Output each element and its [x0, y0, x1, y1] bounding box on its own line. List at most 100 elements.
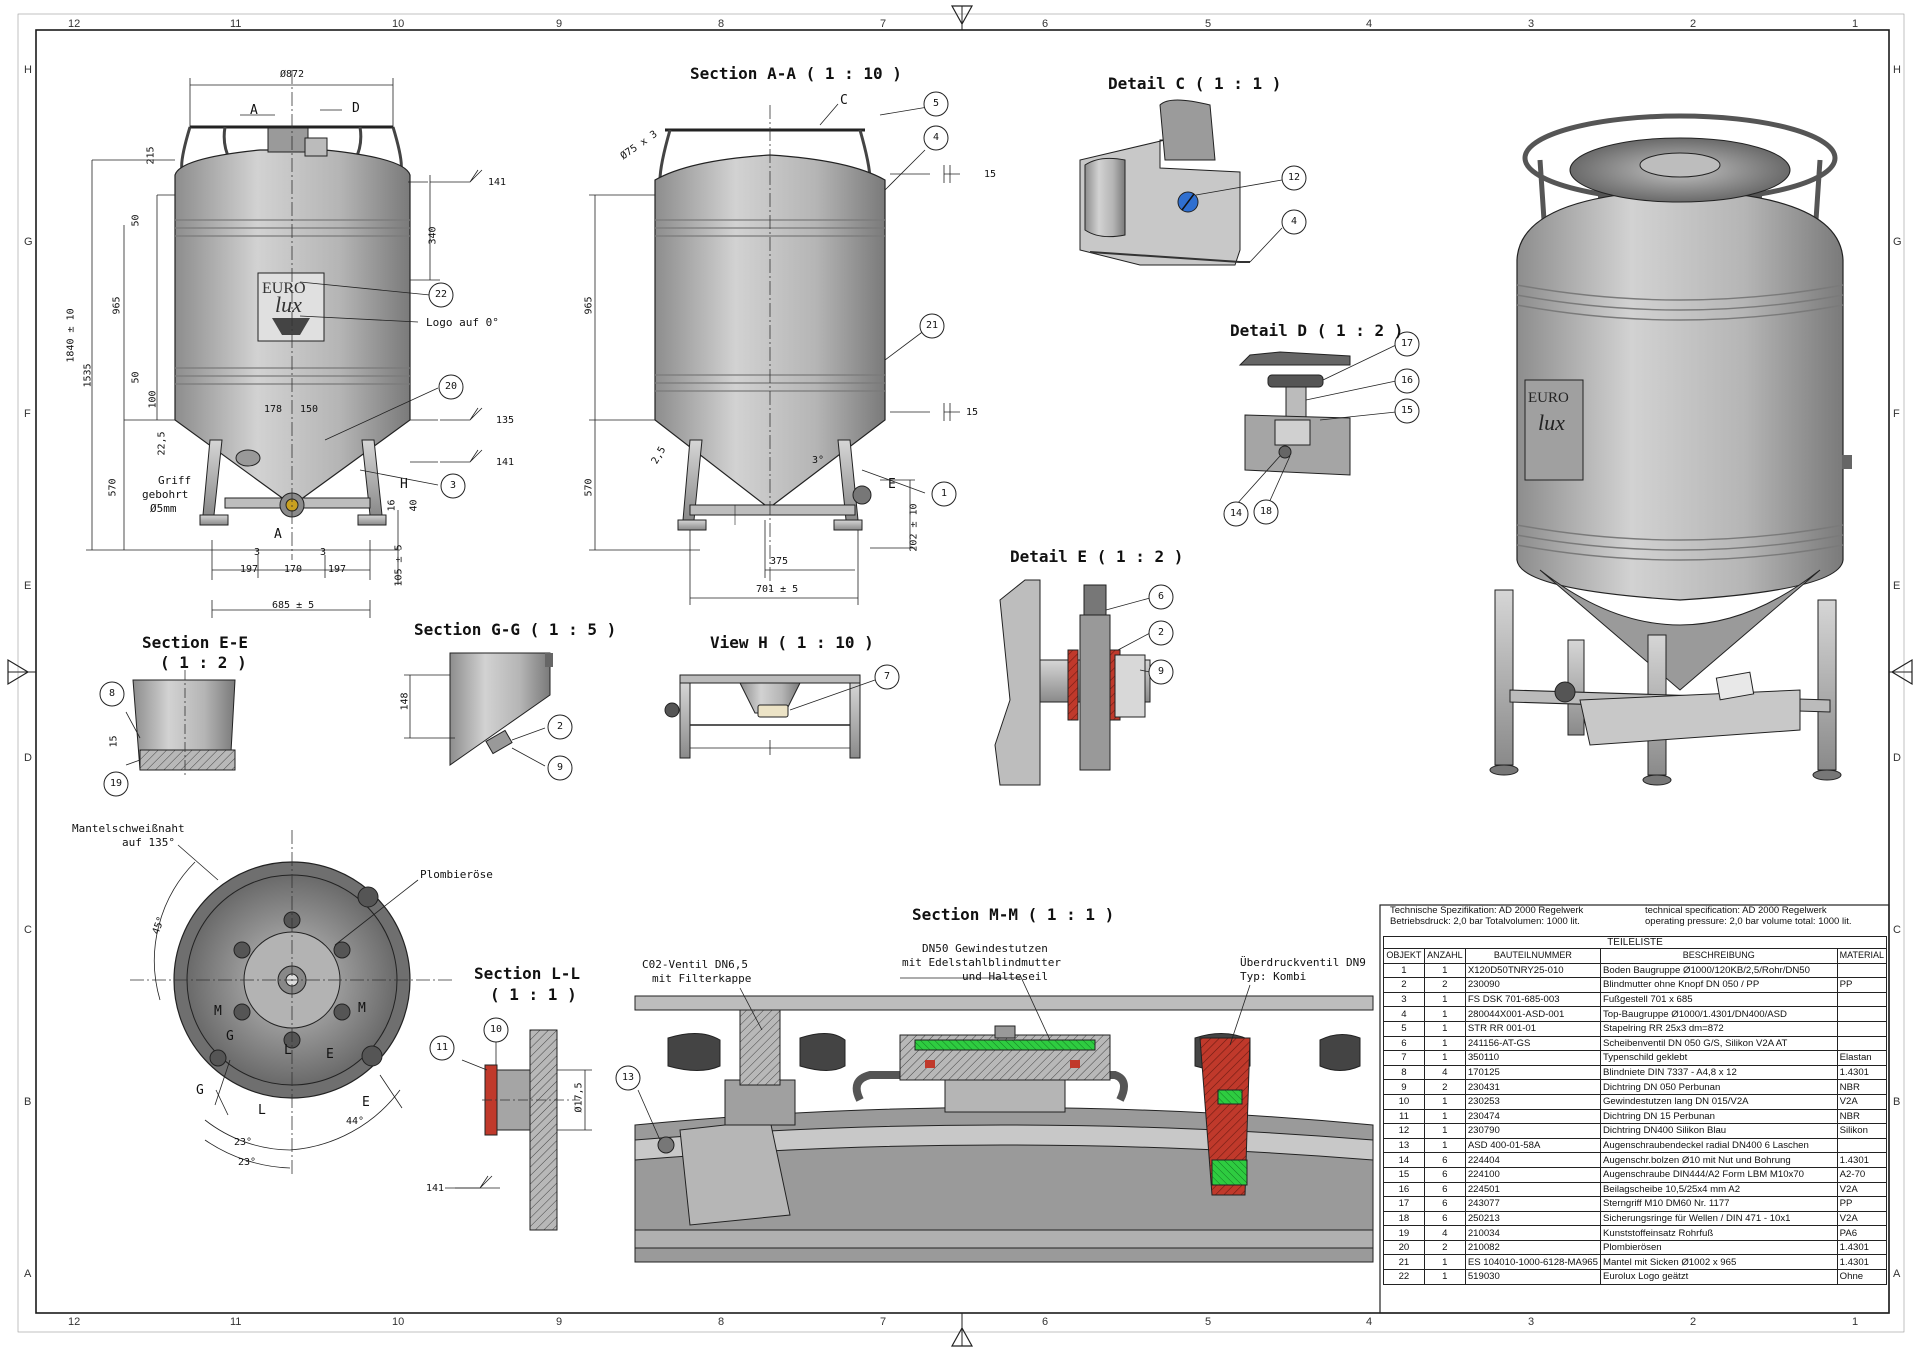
cell-material: V2A: [1836, 1181, 1888, 1198]
cell-beschreibung: Sterngriff M10 DM60 Nr. 1177: [1599, 1196, 1838, 1212]
cell-anzahl: 2: [1423, 1079, 1466, 1095]
note-auf-135: auf 135°: [122, 836, 175, 849]
grid-col-7-bottom: 7: [880, 1316, 887, 1328]
cell-objekt: 1: [1383, 962, 1425, 979]
grid-col-9-bottom: 9: [556, 1316, 563, 1328]
cell-anzahl: 6: [1423, 1166, 1466, 1183]
cell-beschreibung: Scheibenventil DN 050 G/S, Silikon V2A A…: [1599, 1035, 1838, 1052]
cell-material: [1836, 1006, 1888, 1022]
grid-col-4-bottom: 4: [1366, 1316, 1373, 1328]
cell-objekt: 17: [1383, 1196, 1425, 1212]
cell-bauteilnummer: 230090: [1464, 977, 1601, 993]
letter-e: E: [888, 477, 896, 492]
letter-m-left: M: [214, 1004, 222, 1019]
isometric-view: EURO lux: [1489, 113, 1852, 786]
letter-e-outer: E: [362, 1095, 370, 1110]
cell-material: Silikon: [1836, 1123, 1888, 1139]
spec-en-line1: technical specification: AD 2000 Regelwe…: [1645, 905, 1827, 916]
cell-anzahl: 1: [1423, 1137, 1466, 1154]
cell-beschreibung: Beilagscheibe 10,5/25x4 mm A2: [1599, 1181, 1838, 1198]
dim-202: 202 ± 10: [908, 503, 920, 552]
cell-beschreibung: Augenschr.bolzen Ø10 mit Nut und Bohrung: [1599, 1152, 1838, 1168]
title-view-h: View H ( 1 : 10 ): [710, 633, 874, 652]
grid-col-12: 12: [68, 18, 81, 30]
cell-objekt: 19: [1383, 1225, 1425, 1241]
dim-170: 170: [284, 564, 303, 575]
dim-197-right: 197: [328, 564, 347, 575]
balloon-4-a: 4: [933, 132, 940, 143]
cell-anzahl: 1: [1423, 991, 1466, 1008]
balloon-17: 17: [1401, 338, 1414, 349]
balloon-19: 19: [110, 778, 123, 789]
dim-965: 965: [111, 296, 123, 315]
balloon-16: 16: [1401, 375, 1414, 386]
cell-objekt: 3: [1383, 991, 1425, 1008]
cell-bauteilnummer: 230474: [1464, 1108, 1601, 1125]
dim-3-left: 3: [254, 547, 261, 558]
cell-anzahl: 1: [1423, 1269, 1466, 1285]
cell-anzahl: 6: [1423, 1196, 1466, 1212]
grid-col-2-bottom: 2: [1690, 1316, 1697, 1328]
note-gebohrt: gebohrt: [142, 488, 189, 501]
balloon-2-b: 2: [557, 721, 564, 732]
cell-beschreibung: Blindmutter ohne Knopf DN 050 / PP: [1599, 977, 1838, 993]
grid-row-f-right: F: [1893, 408, 1900, 420]
spec-de-line1: Technische Spezifikation: AD 2000 Regelw…: [1390, 905, 1584, 916]
dim-23-deg-a: 23°: [234, 1137, 253, 1148]
cell-material: [1836, 1020, 1888, 1037]
drawing-frame: [7, 5, 1913, 1347]
cell-beschreibung: Eurolux Logo geätzt: [1599, 1269, 1838, 1285]
cell-anzahl: 6: [1423, 1181, 1466, 1198]
grid-col-5: 5: [1205, 18, 1212, 30]
grid-col-4: 4: [1366, 18, 1373, 30]
cell-objekt: 8: [1383, 1064, 1425, 1081]
dim-16: 16: [386, 499, 398, 512]
grid-row-d: D: [24, 752, 32, 764]
cell-objekt: 6: [1383, 1035, 1425, 1052]
col-material: MATERIAL: [1836, 948, 1888, 964]
letter-g-inner: G: [226, 1029, 234, 1044]
cell-anzahl: 1: [1423, 1020, 1466, 1037]
title-section-ee-scale: ( 1 : 2 ): [160, 653, 247, 672]
cell-material: [1836, 1137, 1888, 1154]
cell-bauteilnummer: 170125: [1464, 1064, 1601, 1081]
spec-de-line2: Betriebsdruck: 2,0 bar Totalvolumen: 100…: [1390, 916, 1580, 927]
cell-anzahl: 1: [1423, 1035, 1466, 1052]
dim-d872: Ø872: [280, 69, 305, 80]
spec-en-line2: operating pressure: 2,0 bar volume total…: [1645, 916, 1852, 927]
grid-row-c-right: C: [1893, 924, 1901, 936]
cell-bauteilnummer: ASD 400-01-58A: [1464, 1137, 1601, 1154]
col-objekt: OBJEKT: [1383, 948, 1425, 964]
cell-anzahl: 4: [1423, 1064, 1466, 1081]
grid-col-3: 3: [1528, 18, 1535, 30]
letter-l-inner: L: [284, 1043, 292, 1058]
section-aa-view: [589, 103, 960, 605]
cell-anzahl: 6: [1423, 1210, 1466, 1227]
balloon-18: 18: [1260, 506, 1273, 517]
cell-anzahl: 1: [1423, 1050, 1466, 1066]
cell-bauteilnummer: 224100: [1464, 1166, 1601, 1183]
grid-row-b-right: B: [1893, 1096, 1901, 1108]
balloon-9-b: 9: [557, 762, 564, 773]
note-typ-kombi: Typ: Kombi: [1240, 970, 1307, 983]
cell-bauteilnummer: 519030: [1464, 1269, 1601, 1285]
cell-beschreibung: Stapelring RR 25x3 dm=872: [1599, 1020, 1838, 1037]
balloon-1: 1: [941, 488, 948, 499]
grid-row-h-right: H: [1893, 64, 1901, 76]
cell-beschreibung: Augenschraube DIN444/A2 Form LBM M10x70: [1599, 1166, 1838, 1183]
title-detail-e: Detail E ( 1 : 2 ): [1010, 547, 1184, 566]
cell-material: NBR: [1836, 1108, 1888, 1125]
letter-m-right: M: [358, 1001, 366, 1016]
note-blindmutter: mit Edelstahlblindmutter: [902, 956, 1061, 969]
cell-beschreibung: Dichtring DN 050 Perbunan: [1599, 1079, 1838, 1095]
cell-bauteilnummer: 230790: [1464, 1123, 1601, 1139]
iso-logo-lux: lux: [1538, 410, 1565, 435]
